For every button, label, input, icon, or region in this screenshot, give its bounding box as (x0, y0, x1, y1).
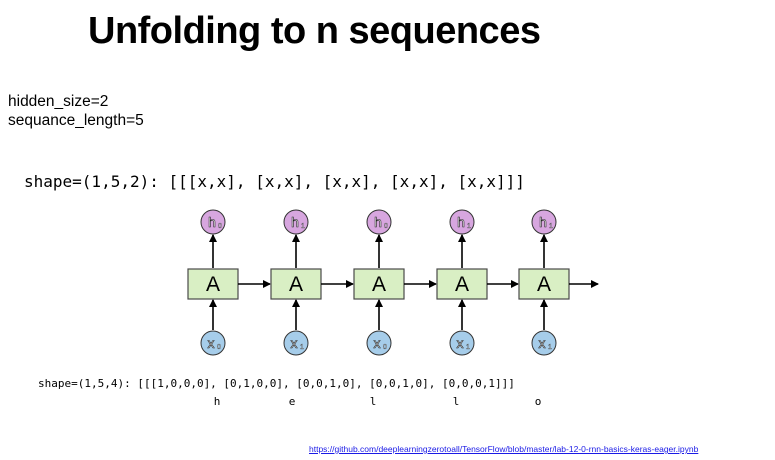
input-node-subscript: 0 (383, 344, 387, 351)
input-node (366, 330, 392, 356)
page-title: Unfolding to n sequences (88, 10, 541, 52)
rnn-cell-label: A (206, 273, 220, 296)
input-node-subscript: 0 (217, 344, 221, 351)
rnn-cell-label: A (537, 273, 551, 296)
input-node (531, 330, 557, 356)
output-node-label: h (374, 214, 382, 230)
rnn-cell (187, 268, 239, 300)
rnn-cell-label: A (289, 273, 303, 296)
output-node-subscript: 1 (549, 223, 553, 230)
output-node-subscript: 1 (467, 223, 471, 230)
input-char: o (534, 395, 542, 408)
input-node-label: x (208, 335, 215, 351)
output-node-label: h (208, 214, 216, 230)
input-char: h (213, 395, 221, 408)
output-node-label: h (291, 214, 299, 230)
output-node-subscript: 1 (301, 223, 305, 230)
output-shape-text: shape=(1,5,2): [[[x,x], [x,x], [x,x], [x… (24, 172, 525, 191)
input-node (200, 330, 226, 356)
output-node-subscript: 0 (384, 223, 388, 230)
output-node-label: h (457, 214, 465, 230)
param-hidden-size: hidden_size=2 (8, 93, 109, 110)
input-char: e (288, 395, 296, 408)
input-shape-text: shape=(1,5,4): [[[1,0,0,0], [0,1,0,0], [… (38, 377, 515, 390)
input-node (449, 330, 475, 356)
input-node-subscript: 1 (548, 344, 552, 351)
rnn-cell-label: A (372, 273, 386, 296)
input-node-label: x (291, 335, 298, 351)
input-node-label: x (539, 335, 546, 351)
source-link[interactable]: https://github.com/deeplearningzerotoall… (309, 444, 699, 454)
input-chars-row: h e l l o (0, 395, 775, 409)
rnn-cell-label: A (455, 273, 469, 296)
input-node-subscript: 1 (466, 344, 470, 351)
params-block: hidden_size=2 sequance_length=5 (8, 92, 144, 130)
input-node-label: x (374, 335, 381, 351)
input-char: l (369, 395, 377, 408)
input-char: l (452, 395, 460, 408)
output-node-subscript: 0 (218, 223, 222, 230)
input-node-label: x (457, 335, 464, 351)
input-node-subscript: 1 (300, 344, 304, 351)
input-node (283, 330, 309, 356)
output-node-label: h (539, 214, 547, 230)
param-sequence-length: sequance_length=5 (8, 112, 144, 129)
